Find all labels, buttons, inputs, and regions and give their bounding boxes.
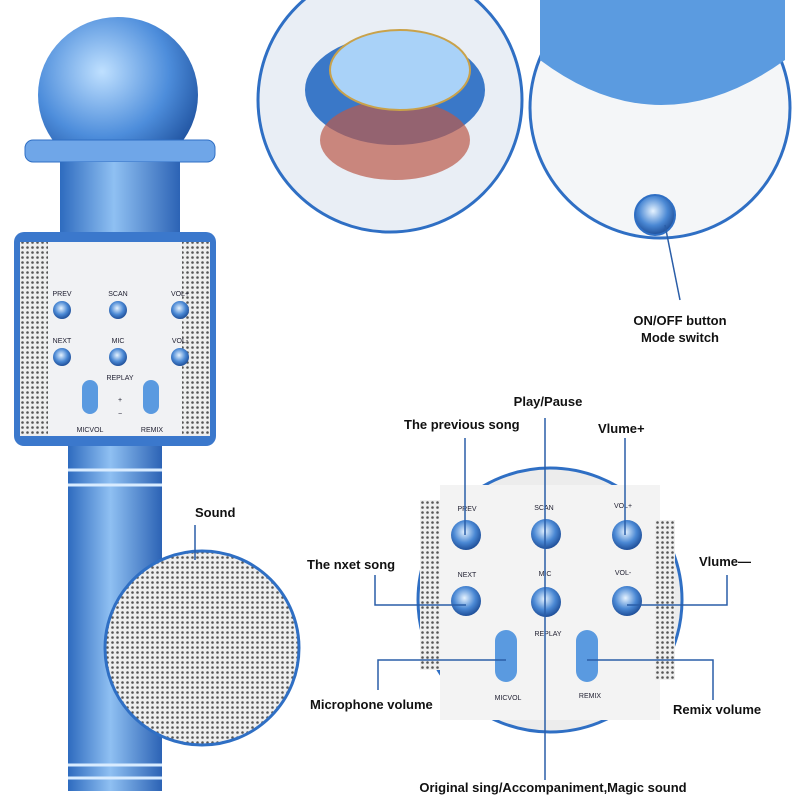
mic-label-minus: − [118, 411, 122, 418]
detail-label-vol-down: VOL- [615, 570, 632, 577]
buttons-detail-circle: PREV SCAN VOL+ NEXT MIC VOL- REPLAY MICV… [416, 466, 684, 734]
leader-lines [374, 418, 728, 780]
speaker-detail-circle [256, 0, 524, 234]
callout-sound: Sound [195, 505, 236, 520]
detail-label-scan: SCAN [534, 505, 553, 512]
detail-label-prev: PREV [457, 506, 476, 513]
callout-microphone-volume: Microphone volume [310, 697, 433, 712]
mic-label-remix: REMIX [141, 427, 164, 434]
mic-label-vol-up: VOL+ [171, 291, 189, 298]
callout-previous-song: The previous song [404, 417, 520, 432]
detail-label-next: NEXT [458, 572, 477, 579]
callout-original-sing: Original sing/Accompaniment,Magic sound [419, 780, 687, 795]
mic-label-next: NEXT [53, 338, 72, 345]
callout-remix-volume: Remix volume [673, 702, 762, 717]
detail-label-vol-up: VOL+ [614, 503, 632, 510]
callout-mode-switch: Mode switch [640, 330, 720, 345]
mic-label-plus: + [118, 397, 122, 404]
callout-volume-up: Vlume+ [598, 421, 645, 436]
detail-label-micvol: MICVOL [495, 695, 522, 702]
sound-grille-circle [103, 525, 301, 747]
mic-label-replay: REPLAY [106, 375, 133, 382]
callout-next-song: The nxet song [307, 557, 396, 572]
mic-label-mic: MIC [112, 338, 125, 345]
microphone: PREV SCAN VOL+ NEXT MIC VOL- REPLAY + − … [14, 17, 216, 791]
mic-label-prev: PREV [52, 291, 71, 298]
detail-label-replay: REPLAY [534, 631, 561, 638]
mic-label-micvol: MICVOL [77, 427, 104, 434]
mic-label-vol-down: VOL- [172, 338, 189, 345]
callout-volume-down: Vlume— [699, 554, 752, 569]
power-detail-circle [528, 0, 792, 301]
callout-play-pause: Play/Pause [513, 394, 583, 409]
callout-on-off: ON/OFF button [633, 313, 727, 328]
mic-label-scan: SCAN [108, 291, 127, 298]
detail-label-remix: REMIX [579, 693, 602, 700]
